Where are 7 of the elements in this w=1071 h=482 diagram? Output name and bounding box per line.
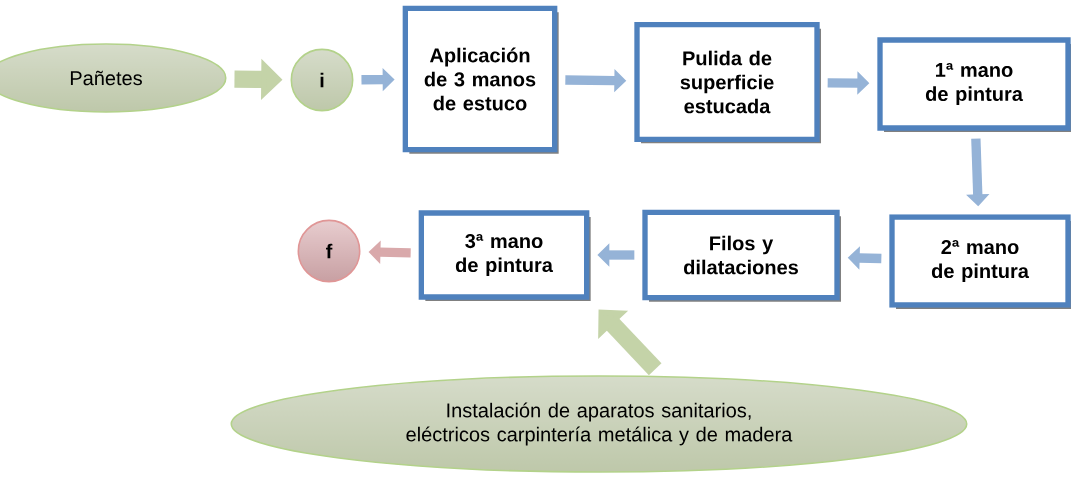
process-box: Aplicación de 3 manos de estuco: [402, 5, 559, 154]
process-box: Pulida de superficie estucada: [634, 22, 821, 144]
block-arrow: [598, 309, 662, 376]
process-box: 1ª mano de pintura: [877, 37, 1071, 132]
process-box: Filos y dilataciones: [642, 209, 841, 302]
process-box: 2ª mano de pintura: [889, 214, 1071, 309]
process-box: 3ª mano de pintura: [418, 210, 591, 301]
